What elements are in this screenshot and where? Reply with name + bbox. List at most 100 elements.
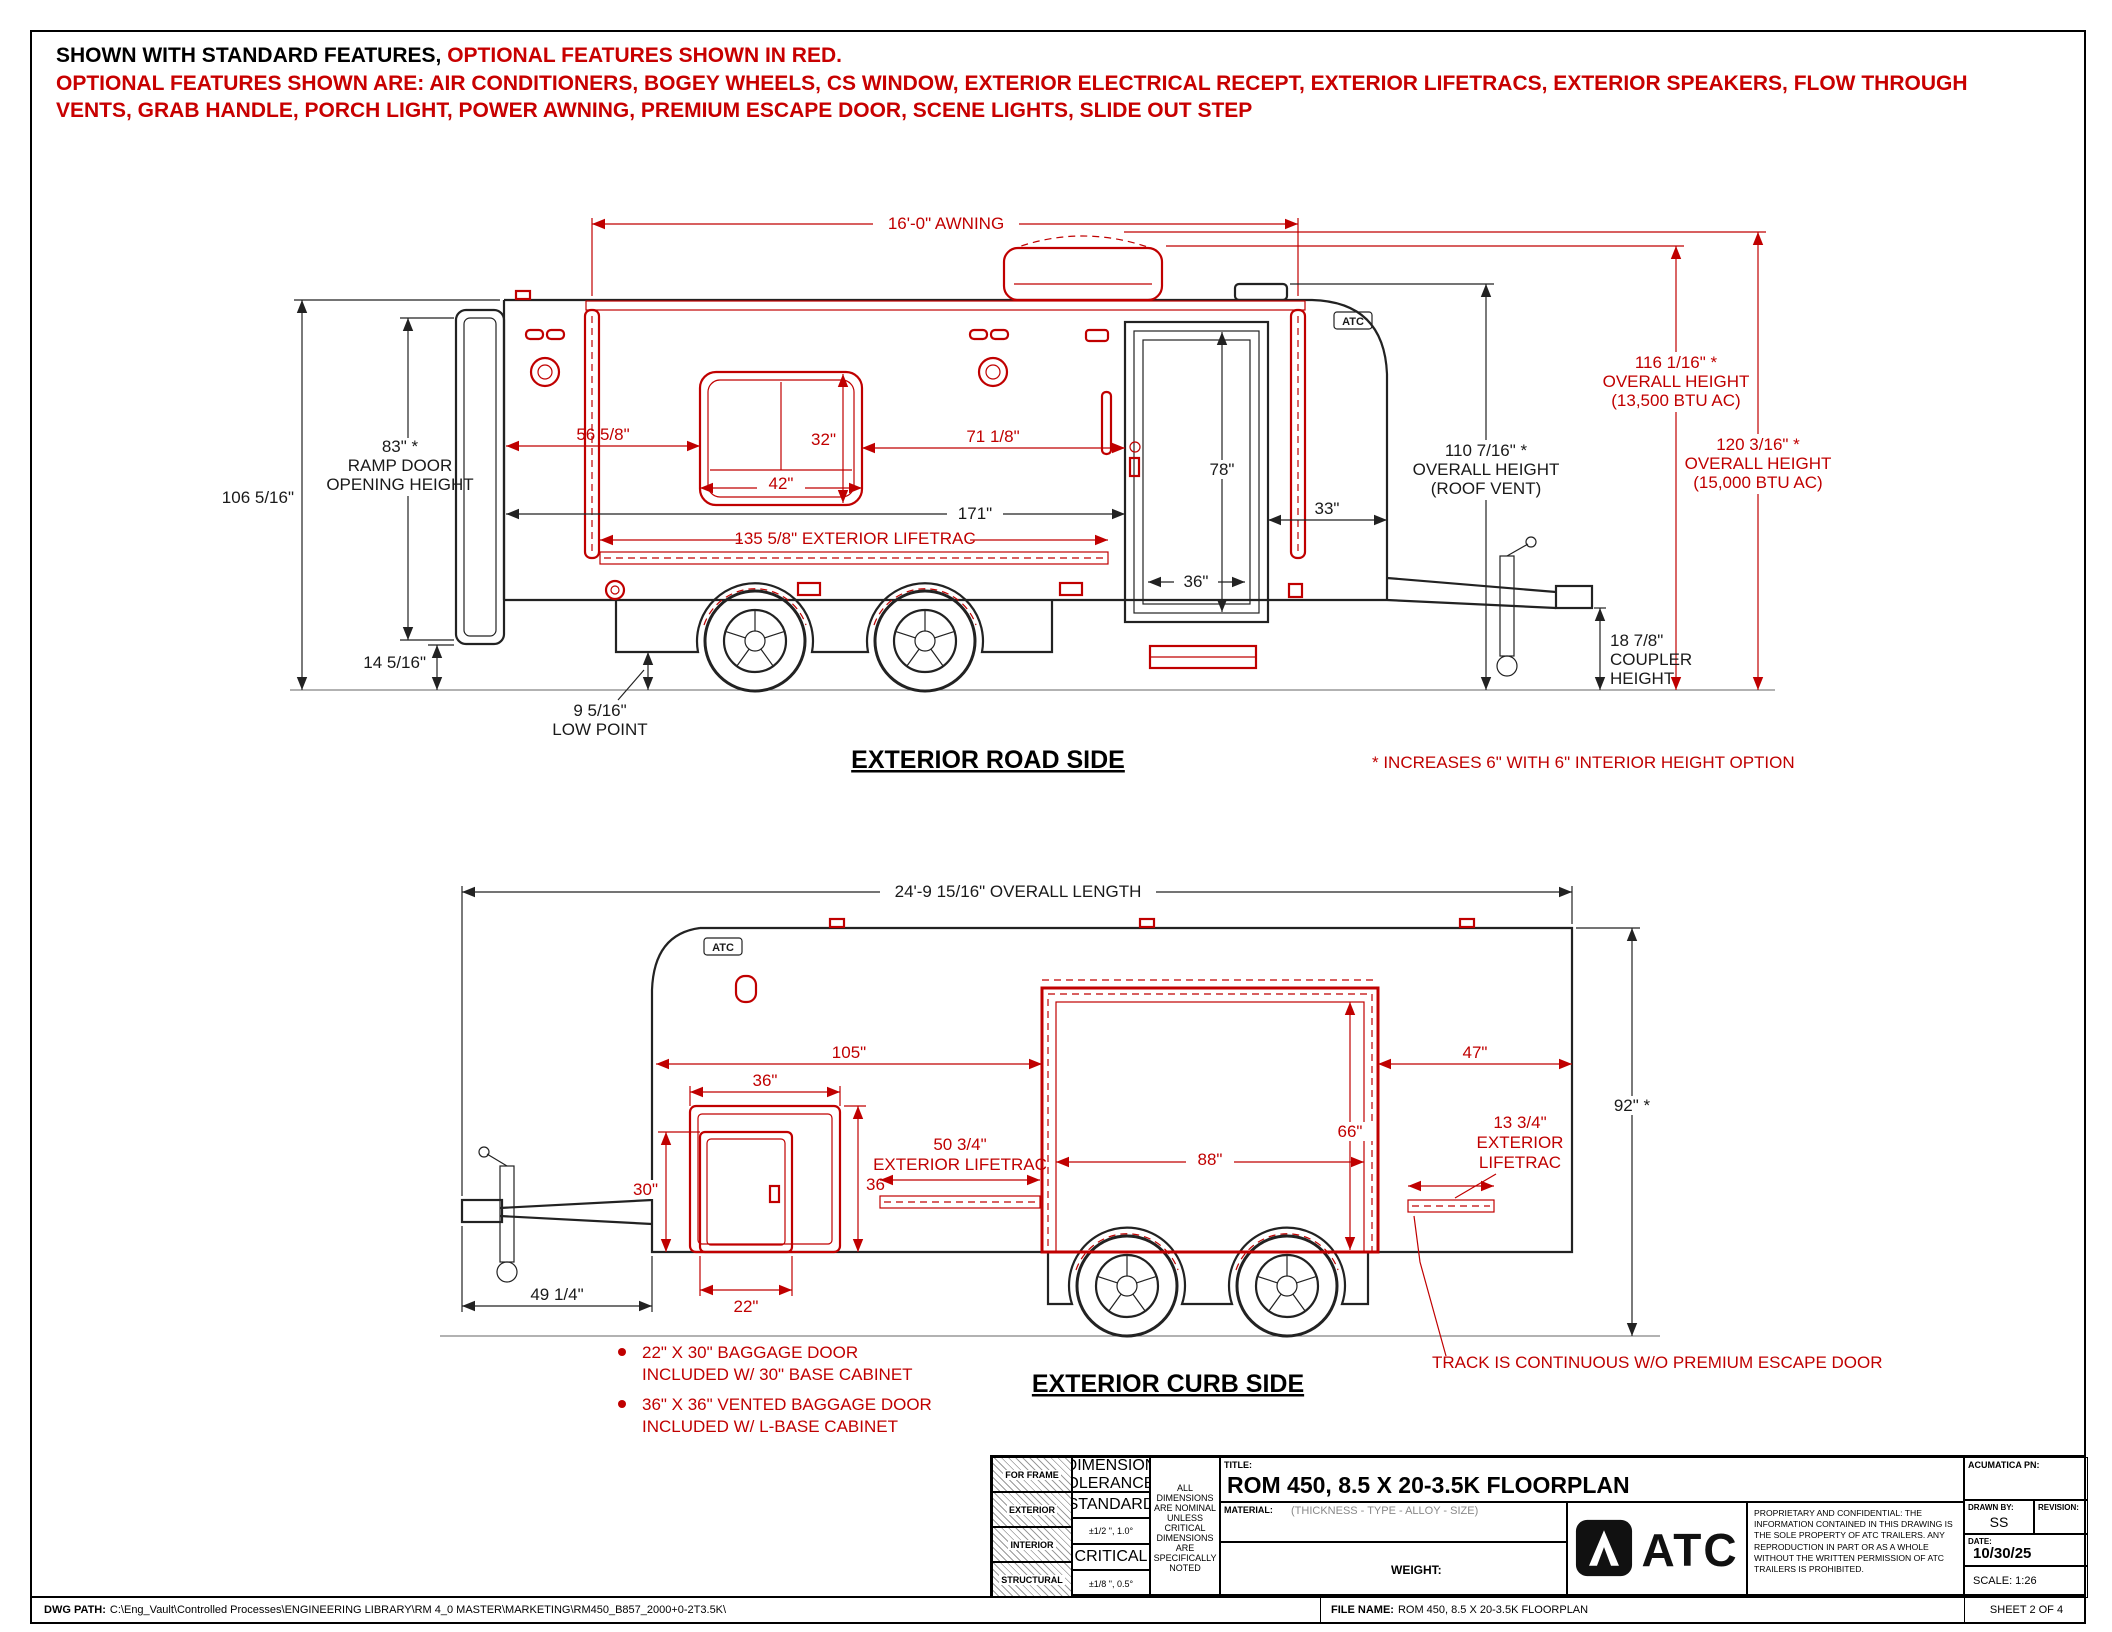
baggage-door-notes: 22" X 30" BAGGAGE DOOR INCLUDED W/ 30" B…	[618, 1343, 932, 1436]
dim-baggage-width: 22"	[734, 1297, 759, 1316]
interior-height-footnote: * INCREASES 6" WITH 6" INTERIOR HEIGHT O…	[1372, 753, 1795, 772]
standard-features-note: SHOWN WITH STANDARD FEATURES,	[56, 44, 442, 67]
proprietary-note: PROPRIETARY AND CONFIDENTIAL: THE INFORM…	[1754, 1508, 1953, 1574]
atc-logo-road: ATC	[1333, 311, 1373, 330]
air-conditioner	[1002, 235, 1164, 302]
slide-out-step	[1148, 644, 1258, 670]
tongue-assembly-road	[1386, 536, 1594, 677]
electrical-recept	[604, 579, 626, 601]
dim-oh-vent-line2: OVERALL HEIGHT	[1413, 460, 1560, 479]
optional-features-note: OPTIONAL FEATURES SHOWN IN RED.	[447, 44, 842, 67]
drawn-by-cell: DRAWN BY: SS	[1964, 1500, 2034, 1534]
dim-lifetrac-mid-line1: 50 3/4"	[933, 1135, 986, 1154]
date-label: DATE:	[1968, 1537, 1992, 1546]
road-wheel-2	[873, 589, 977, 693]
premium-escape-door	[1040, 979, 1380, 1254]
roof-vent	[1233, 282, 1289, 302]
dim-low-point-line1: 9 5/16"	[573, 701, 626, 720]
sheet-border	[30, 30, 2086, 1624]
dim-escape-width: 88"	[1198, 1150, 1223, 1169]
fender-flare-2	[873, 588, 977, 626]
fender-flare-1	[703, 588, 807, 626]
road-side-title: EXTERIOR ROAD SIDE	[851, 746, 1125, 774]
dim-ramp-line2: RAMP DOOR	[348, 456, 453, 475]
acumatica-cell: ACUMATICA PN:	[1964, 1457, 2088, 1500]
dim-door-to-front: 33"	[1315, 499, 1340, 518]
dim-lifetrac-rear-line1: 13 3/4"	[1493, 1113, 1546, 1132]
roof-marker-lights	[828, 917, 1476, 929]
dim-window-width: 42"	[769, 474, 794, 493]
notes-block: SHOWN WITH STANDARD FEATURES, OPTIONAL F…	[56, 42, 2021, 125]
atc-logo-cell: ATC	[1567, 1502, 1747, 1598]
dim-window-to-door: 71 1/8"	[966, 427, 1019, 446]
dim-curb-height: 92" *	[1614, 1096, 1651, 1115]
dim-front-overhang: 49 1/4"	[530, 1285, 583, 1304]
drawn-by-value: SS	[1989, 1514, 2009, 1530]
entry-door	[1123, 320, 1270, 624]
dim-overall-length: 24'-9 15/16" OVERALL LENGTH	[895, 882, 1142, 901]
dim-lifetrac-road: 135 5/8" EXTERIOR LIFETRAC	[734, 529, 975, 548]
track-continuous-note: TRACK IS CONTINUOUS W/O PREMIUM ESCAPE D…	[1432, 1353, 1883, 1372]
road-wheel-1	[703, 589, 807, 693]
vented-baggage-door	[688, 1104, 842, 1254]
dim-rear-clearance: 14 5/16"	[363, 653, 426, 672]
grab-handle	[1100, 390, 1113, 456]
exterior-lifetrac-road	[599, 551, 1109, 565]
dim-rear-to-door: 171"	[958, 504, 992, 523]
critical-value-cell: ±1/8 ", 0.5°	[1072, 1570, 1150, 1598]
front-grab-handle	[734, 974, 758, 1004]
material-label: MATERIAL:	[1224, 1505, 1273, 1515]
structural-label: STRUCTURAL	[999, 1575, 1065, 1585]
dim-oh-135-line2: OVERALL HEIGHT	[1603, 372, 1750, 391]
dwg-path-label: DWG PATH:	[44, 1604, 106, 1616]
dim-escape-height: 66"	[1338, 1122, 1363, 1141]
dim-oh-vent-line1: 110 7/16" *	[1445, 441, 1528, 460]
proprietary-cell: PROPRIETARY AND CONFIDENTIAL: THE INFORM…	[1747, 1502, 1964, 1598]
drawn-by-label: DRAWN BY:	[1968, 1503, 2014, 1512]
dwg-path-value: C:\Eng_Vault\Controlled Processes\ENGINE…	[109, 1604, 727, 1616]
bullet-1-line2: INCLUDED W/ 30" BASE CABINET	[642, 1365, 913, 1384]
scale-value: SCALE: 1:26	[1973, 1575, 2037, 1587]
dim-vented-width: 36"	[753, 1071, 778, 1090]
dim-low-point-line2: LOW POINT	[552, 720, 647, 739]
interior-cell: INTERIOR	[992, 1527, 1072, 1562]
exterior-speakers	[529, 356, 1009, 388]
dim-lifetrac-rear-line2: EXTERIOR	[1477, 1133, 1564, 1152]
date-cell: DATE: 10/30/25	[1964, 1534, 2088, 1566]
material-cell: MATERIAL: (THICKNESS - TYPE - ALLOY - SI…	[1220, 1502, 1567, 1542]
for-frame-cell: FOR FRAME	[992, 1457, 1072, 1492]
curb-side-view: ATC	[440, 917, 1660, 1338]
atc-logo-curb: ATC	[703, 937, 743, 956]
title-block: FOR FRAME EXTERIOR INTERIOR STRUCTURAL D…	[990, 1455, 2088, 1598]
dim-coupler-line2: COUPLER	[1610, 650, 1692, 669]
exterior-label: EXTERIOR	[1006, 1504, 1057, 1515]
weight-cell: WEIGHT:	[1220, 1542, 1567, 1598]
dim-oh-150-line3: (15,000 BTU AC)	[1693, 473, 1822, 492]
atc-logo-mark-icon	[1575, 1519, 1633, 1582]
bullet-2-line2: INCLUDED W/ L-BASE CABINET	[642, 1417, 898, 1436]
porch-light	[1084, 328, 1110, 343]
material-value: (THICKNESS - TYPE - ALLOY - SIZE)	[1291, 1505, 1479, 1517]
dim-window-height: 32"	[811, 430, 836, 449]
atc-logo-text: ATC	[1641, 1524, 1739, 1576]
flow-through-vents	[796, 581, 1304, 599]
date-value: 10/30/25	[1973, 1545, 2032, 1562]
title-label: TITLE:	[1224, 1460, 1252, 1470]
fender-flare-4	[1235, 1233, 1339, 1271]
cs-window	[698, 370, 864, 507]
interior-label: INTERIOR	[1008, 1539, 1056, 1550]
bullet-2-line1: 36" X 36" VENTED BAGGAGE DOOR	[642, 1395, 932, 1414]
scale-cell: SCALE: 1:26	[1964, 1566, 2088, 1598]
curb-side-title: EXTERIOR CURB SIDE	[1032, 1370, 1304, 1398]
dim-door-height: 78"	[1210, 460, 1235, 479]
dwg-path-cell: DWG PATH: C:\Eng_Vault\Controlled Proces…	[32, 1598, 1320, 1622]
standard-value-cell: ±1/2 ", 1.0°	[1072, 1518, 1150, 1544]
dim-door-width: 36"	[1184, 572, 1209, 591]
dim-lifetrac-rear-line3: LIFETRAC	[1479, 1153, 1561, 1172]
exterior-lifetrac-mid	[879, 1195, 1041, 1209]
exterior-cell: EXTERIOR	[992, 1492, 1072, 1527]
atc-logo-road-text: ATC	[1342, 316, 1364, 328]
curb-body-outline	[650, 926, 1574, 1306]
